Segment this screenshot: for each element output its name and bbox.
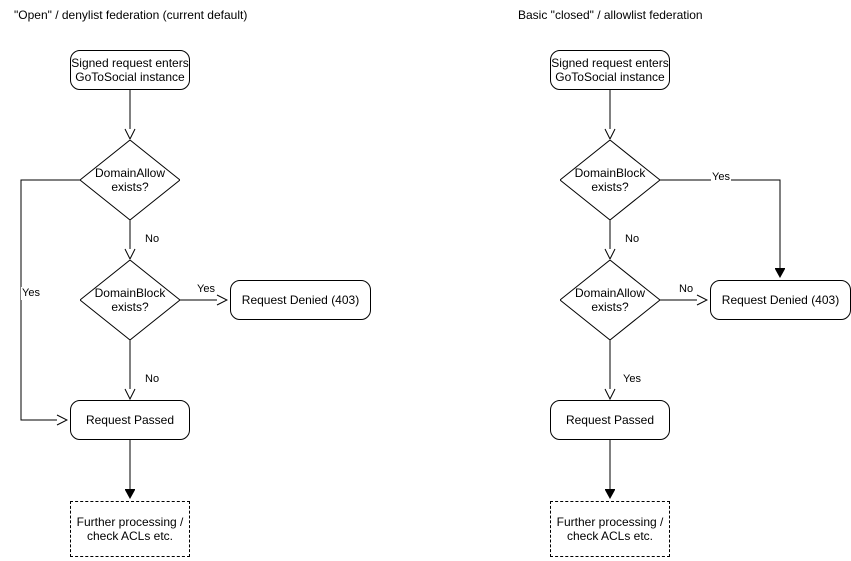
node-further-processing-left: Further processing / check ACLs etc. [70,501,190,557]
node-decision-domainallow-right-line2: exists? [591,300,629,314]
edge-label-domainblock-no-right: No [624,233,641,246]
node-decision-domainallow-right-line1: DomainAllow [574,286,646,300]
diamond-shape [80,140,180,220]
column-title-open-denylist: "Open" / denylist federation (current de… [14,8,248,22]
edge-label-domainblock-no-left: No [144,373,161,386]
edge-label-domainallow-no-right: No [678,283,695,296]
node-decision-domainallow-left-line2: exists? [111,180,149,194]
node-decision-domainblock-right-line2: exists? [591,180,629,194]
node-request-denied-left: Request Denied (403) [230,280,371,320]
diamond-shape [560,260,660,340]
column-title-closed-allowlist: Basic "closed" / allowlist federation [518,8,703,22]
node-start-left: Signed request enters GoToSocial instanc… [70,50,190,90]
node-further-processing-right-line2: check ACLs etc. [566,529,654,543]
diamond-shape [80,260,180,340]
edge-label-domainallow-no-left: No [144,233,161,246]
edge-label-domainblock-yes-left: Yes [196,283,216,296]
node-start-right-line2: GoToSocial instance [555,70,665,84]
node-decision-domainblock-right: DomainBlock exists? [560,140,660,220]
edge-domainblock-yes-to-request-denied-right [660,179,780,277]
node-start-right: Signed request enters GoToSocial instanc… [550,50,670,90]
node-start-left-line1: Signed request enters [71,56,189,70]
node-decision-domainallow-right: DomainAllow exists? [560,260,660,340]
node-request-passed-right: Request Passed [550,400,670,440]
node-start-left-line2: GoToSocial instance [75,70,185,84]
edge-domainallow-yes-to-request-passed [20,179,80,420]
node-further-processing-right-line1: Further processing / [556,515,664,529]
node-decision-domainblock-right-line1: DomainBlock [574,166,646,180]
node-decision-domainblock-left: DomainBlock exists? [80,260,180,340]
node-decision-domainallow-left-line1: DomainAllow [94,166,166,180]
node-decision-domainblock-left-line2: exists? [111,300,149,314]
diamond-shape [560,140,660,220]
node-decision-domainallow-left: DomainAllow exists? [80,140,180,220]
edge-label-domainallow-yes-right: Yes [622,373,642,386]
node-further-processing-left-line1: Further processing / [76,515,184,529]
node-request-denied-right: Request Denied (403) [710,280,851,320]
edge-label-domainallow-yes-left: Yes [21,287,41,300]
node-further-processing-right: Further processing / check ACLs etc. [550,501,670,557]
node-further-processing-left-line2: check ACLs etc. [86,529,174,543]
node-request-passed-left: Request Passed [70,400,190,440]
edge-label-domainblock-yes-right: Yes [711,171,731,184]
node-start-right-line1: Signed request enters [551,56,669,70]
node-decision-domainblock-left-line1: DomainBlock [94,286,166,300]
